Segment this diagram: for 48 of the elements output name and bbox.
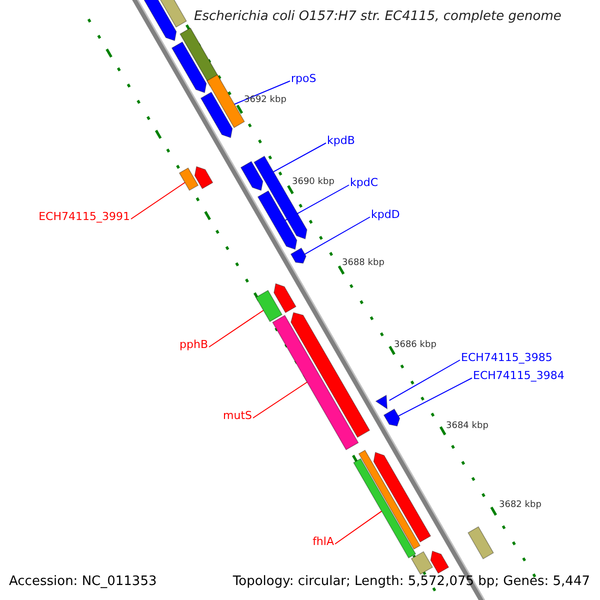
genome-info-text: Topology: circular; Length: 5,572,075 bp; Genes: 5,447 (232, 574, 590, 590)
gene-feature (240, 160, 264, 191)
leader-line (304, 216, 370, 255)
leader-line (234, 80, 290, 105)
leader-line (130, 182, 186, 220)
gene-label: pphB (180, 338, 208, 352)
accession-text: Accession: NC_011353 (9, 574, 157, 590)
gene-label: kpdC (350, 176, 378, 190)
gene-feature (468, 526, 494, 560)
gene-label: rpoS (291, 72, 316, 86)
gene-label: ECH74115_3991 (38, 210, 130, 224)
gene-feature (206, 74, 245, 128)
scale-label: 3692 kbp (244, 95, 286, 106)
gene-feature (383, 408, 400, 426)
gene-feature (353, 458, 416, 558)
gene-label: mutS (223, 409, 252, 422)
gene-feature (375, 394, 388, 410)
gene-feature (194, 166, 214, 190)
gene-feature (290, 312, 370, 438)
gene-feature (178, 167, 199, 191)
gene-feature (255, 290, 283, 322)
leader-line (388, 360, 460, 401)
gene-feature (373, 452, 432, 543)
gene-feature (171, 41, 207, 94)
scale-label: 3682 kbp (499, 500, 542, 511)
gene-label: ECH74115_3984 (473, 369, 564, 382)
scale-label: 3690 kbp (292, 177, 334, 188)
leader-line (272, 142, 326, 172)
leader-line (334, 510, 382, 544)
gene-feature (257, 190, 298, 250)
gene-feature (272, 314, 359, 450)
gene-label: kpdB (327, 134, 355, 148)
title: Escherichia coli O157:H7 str. EC4115, complete genome (192, 9, 564, 25)
gene-feature (274, 283, 296, 314)
scale-label: 3684 kbp (446, 421, 488, 432)
leader-line (252, 382, 308, 418)
scale-label: 3686 kbp (394, 340, 436, 351)
gene-label: kpdD (371, 208, 400, 222)
gene-feature (410, 551, 434, 575)
leader-line (398, 378, 472, 417)
gene-feature (200, 92, 233, 138)
gene-label: fhlA (312, 535, 334, 548)
leader-line (208, 310, 264, 348)
gene-label: ECH74115_3985 (461, 351, 552, 364)
gene-feature (290, 248, 306, 264)
gene-feature (358, 450, 421, 550)
gene-feature (430, 550, 450, 574)
scale-label: 3688 kbp (342, 258, 384, 269)
